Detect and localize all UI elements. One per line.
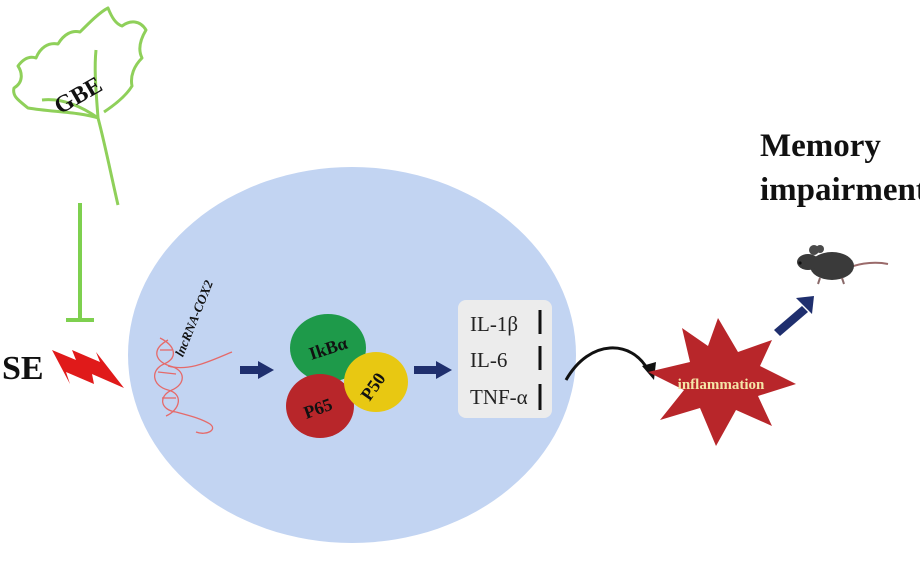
cytokine-il1b: IL-1β	[470, 312, 518, 336]
memory-title-line2: impairment	[760, 172, 920, 208]
memory-impairment-title: Memory impairment	[760, 124, 920, 212]
arrow-rna-to-complex	[240, 361, 274, 379]
mouse-icon	[797, 245, 889, 285]
p65-protein	[286, 374, 354, 438]
p50-protein	[344, 352, 408, 412]
inflammation-star	[648, 318, 796, 446]
cytokine-il6: IL-6	[470, 348, 507, 372]
rna-helix-icon	[154, 337, 233, 434]
inflammation-label: inflammation	[678, 377, 765, 393]
lightning-bolt-icon	[52, 350, 124, 388]
arrow-to-memory-impairment	[774, 296, 814, 336]
memory-title-line1: Memory	[760, 128, 881, 164]
ginkgo-leaf-icon	[12, 6, 148, 206]
cytokine-box	[458, 300, 552, 418]
ikba-protein	[290, 314, 366, 382]
se-label: SE	[2, 350, 44, 387]
inhibition-symbol	[66, 203, 94, 322]
cytokine-tnfa: TNF-α	[470, 385, 528, 409]
arrow-complex-to-cytokines	[414, 361, 452, 379]
curved-arrow-to-inflammation	[564, 346, 656, 381]
